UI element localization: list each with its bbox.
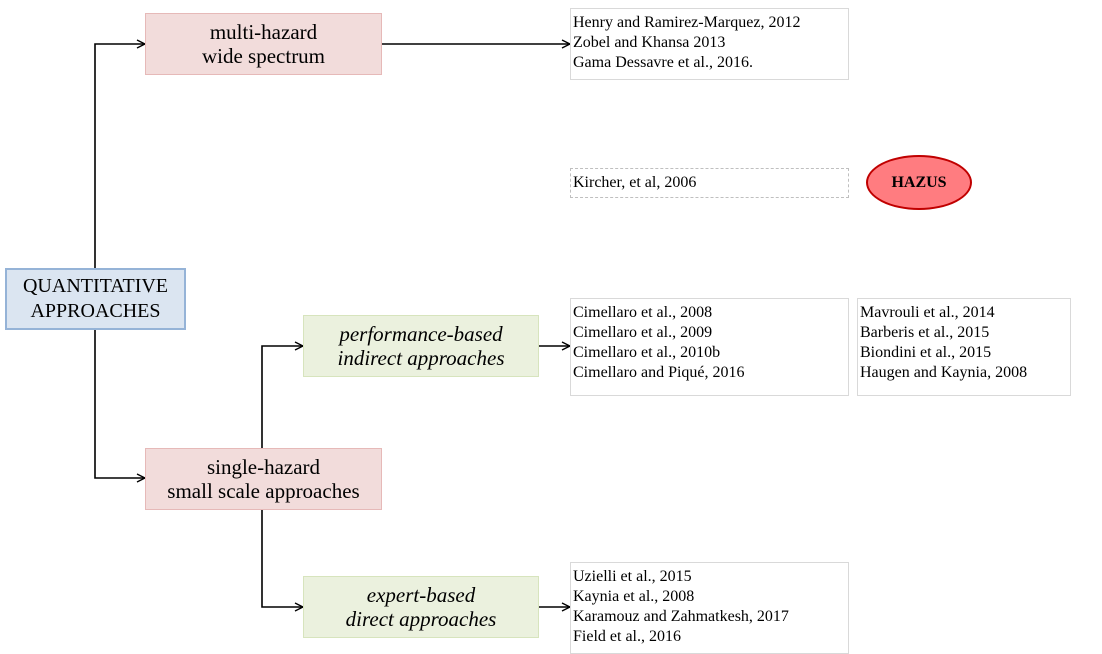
refs-kircher-box: Kircher, et al, 2006 — [570, 168, 849, 198]
reference-item: Uzielli et al., 2015 — [573, 568, 692, 585]
reference-item: Biondini et al., 2015 — [860, 344, 992, 361]
reference-item: Barberis et al., 2015 — [860, 324, 990, 341]
reference-item: Cimellaro et al., 2008 — [573, 304, 713, 321]
reference-item: Zobel and Khansa 2013 — [573, 34, 726, 51]
refs-expert-box: Uzielli et al., 2015 Kaynia et al., 2008… — [570, 562, 849, 654]
root-line2: APPROACHES — [30, 300, 161, 322]
reference-item: Gama Dessavre et al., 2016. — [573, 54, 753, 71]
multi-hazard-line2: wide spectrum — [201, 44, 326, 68]
root-line1: QUANTITATIVE — [22, 275, 169, 297]
hazus-label: HAZUS — [891, 173, 947, 191]
multi-hazard-line1: multi-hazard — [209, 20, 318, 44]
reference-item: Mavrouli et al., 2014 — [860, 304, 995, 321]
reference-item: Cimellaro et al., 2009 — [573, 324, 713, 341]
connector-single-to-performance — [261, 346, 303, 448]
reference-item: Haugen and Kaynia, 2008 — [860, 364, 1028, 381]
refs-performance-box-a: Cimellaro et al., 2008 Cimellaro et al.,… — [570, 298, 849, 396]
reference-item: Kaynia et al., 2008 — [573, 588, 695, 605]
single-hazard-node: single-hazard small scale approaches — [145, 448, 382, 510]
expert-based-node: expert-based direct approaches — [303, 576, 539, 638]
refs-multi-hazard-box: Henry and Ramirez-Marquez, 2012 Zobel an… — [570, 8, 849, 80]
reference-item: Kircher, et al, 2006 — [573, 174, 697, 191]
expert-based-line1: expert-based — [366, 583, 476, 607]
reference-item: Karamouz and Zahmatkesh, 2017 — [573, 608, 789, 625]
reference-item: Henry and Ramirez-Marquez, 2012 — [573, 14, 801, 31]
performance-based-node: performance-based indirect approaches — [303, 315, 539, 377]
refs-performance-box-b: Mavrouli et al., 2014 Barberis et al., 2… — [857, 298, 1071, 396]
reference-item: Cimellaro et al., 2010b — [573, 344, 721, 361]
reference-item: Field et al., 2016 — [573, 628, 681, 645]
connector-root-to-single-hazard — [94, 330, 145, 478]
expert-based-line2: direct approaches — [345, 607, 497, 631]
performance-based-line2: indirect approaches — [337, 346, 505, 370]
hazus-ellipse: HAZUS — [866, 155, 972, 210]
reference-item: Cimellaro and Piqué, 2016 — [573, 364, 745, 381]
single-hazard-line1: single-hazard — [206, 455, 321, 479]
quantitative-approaches-node: QUANTITATIVE APPROACHES — [5, 268, 186, 330]
performance-based-line1: performance-based — [339, 322, 503, 346]
single-hazard-line2: small scale approaches — [167, 479, 360, 503]
connector-root-to-multi-hazard — [94, 44, 145, 268]
multi-hazard-node: multi-hazard wide spectrum — [145, 13, 382, 75]
connector-single-to-expert — [261, 510, 303, 607]
